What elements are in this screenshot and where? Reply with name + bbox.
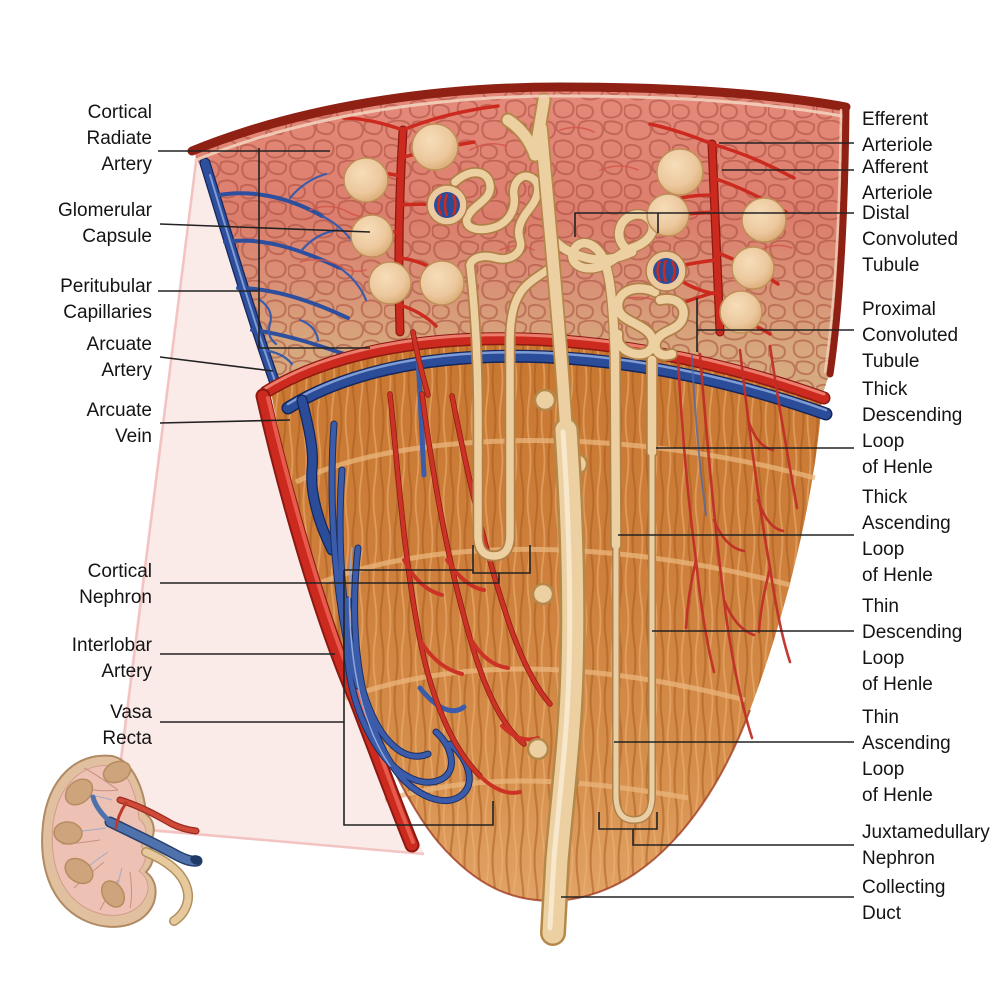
label-peritubular-capillaries: Peritubular Capillaries [60, 276, 152, 323]
leader-juxtamedullary-nephron [598, 812, 854, 846]
label-cortical-nephron: Cortical Nephron [79, 561, 152, 608]
label-thin-ascending-loop: Thin Ascending Loop of Henle [862, 707, 951, 806]
label-afferent-arteriole: Afferent Arteriole [862, 157, 933, 204]
vasa-recta-vessels [328, 329, 799, 805]
leader-arcuate-vein [159, 419, 291, 424]
label-glomerular-capsule: Glomerular Capsule [58, 200, 152, 247]
leader-peritubular-capillaries [158, 148, 370, 349]
label-proximal-convoluted-tubule: Proximal Convoluted Tubule [862, 299, 959, 372]
label-arcuate-artery: Arcuate Artery [86, 334, 152, 381]
label-arcuate-vein: Arcuate Vein [86, 400, 152, 447]
label-thin-descending-loop: Thin Descending Loop of Henle [862, 596, 963, 695]
glomeruli [343, 123, 787, 334]
label-distal-convoluted-tubule: Distal Convoluted Tubule [862, 203, 959, 276]
kidney-wedge-section [187, 82, 851, 946]
leader-glomerular-capsule [159, 223, 371, 233]
leader-cortical-nephron [160, 545, 531, 584]
label-cortical-radiate-artery: Cortical Radiate Artery [86, 102, 153, 175]
leader-lines [158, 142, 854, 898]
label-thick-ascending-loop: Thick Ascending Loop of Henle [862, 487, 951, 586]
label-interlobar-artery: Interlobar Artery [71, 635, 152, 682]
label-thick-descending-loop: Thick Descending Loop of Henle [862, 379, 963, 478]
leader-distal-convoluted-tubule [574, 212, 854, 237]
cortical-vein-tree [199, 157, 368, 392]
label-juxtamedullary-nephron: Juxtamedullary Nephron [862, 822, 990, 869]
collecting-duct-tube [500, 92, 589, 946]
medulla-region [271, 340, 822, 902]
glomerular-capsule-cortical [426, 184, 468, 226]
nephron-tubules [449, 167, 690, 825]
label-collecting-duct: Collecting Duct [862, 877, 946, 924]
leader-arcuate-artery [159, 356, 274, 372]
leader-vasa-recta [160, 570, 494, 826]
label-vasa-recta: Vasa Recta [102, 702, 152, 749]
leader-proximal-convoluted-tubule [696, 298, 854, 352]
kidney-inset-icon [41, 754, 203, 928]
label-efferent-arteriole: Efferent Arteriole [862, 109, 933, 156]
glomerular-capsule-juxtamedullary [645, 250, 687, 292]
